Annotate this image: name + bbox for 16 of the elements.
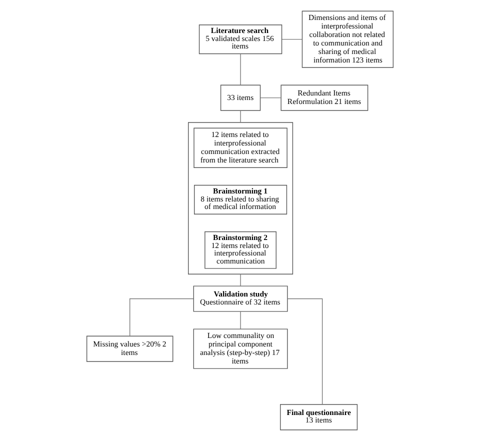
- node-box: Validation study Questionnaire of 32 items: [192, 286, 288, 312]
- node-box: Brainstorming 2 12 items related to interprofessional communication: [204, 231, 276, 269]
- node-box: 12 items related to interprofessional communication extracted from the literature search: [193, 128, 287, 168]
- node-box: Missing values >20% 2 items: [86, 336, 173, 362]
- node-box: Redundant Items Reformulation 21 items: [280, 84, 368, 111]
- node-box: Literature search 5 validated scales 156 items: [198, 24, 282, 54]
- connector: [128, 298, 194, 336]
- connector: [286, 298, 322, 405]
- node-box: Dimensions and items of interprofessional collaboration not related to communication and sharing of medical information 123 items: [301, 10, 394, 68]
- node-box: Low communality on principal component analysis (step-by-step) 17 items: [192, 328, 288, 369]
- connector: [260, 97, 281, 98]
- node-box: Final questionnaire 13 items: [280, 404, 358, 430]
- node-box: Brainstorming 1 8 items related to sharing of medical information: [194, 184, 287, 214]
- cluster: [188, 122, 293, 274]
- node-box: 33 items: [220, 84, 260, 111]
- connector: [281, 38, 302, 40]
